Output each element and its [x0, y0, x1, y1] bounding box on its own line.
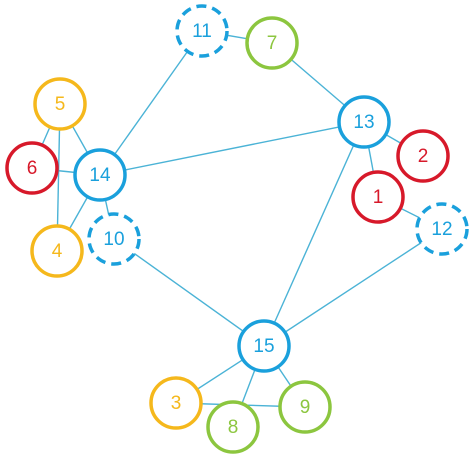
- node-circle: [206, 400, 260, 454]
- node-label: 6: [27, 158, 38, 179]
- node-6: 6: [5, 141, 59, 195]
- node-label: 1: [373, 187, 384, 208]
- node-circle: [351, 170, 405, 224]
- node-4: 4: [30, 224, 84, 278]
- node-label: 12: [431, 219, 452, 240]
- node-circle: [278, 380, 332, 434]
- node-label: 5: [55, 94, 66, 115]
- node-label: 2: [418, 146, 429, 167]
- node-10: 10: [87, 212, 141, 266]
- node-15: 15: [237, 319, 291, 373]
- node-14: 14: [73, 148, 127, 202]
- edge-n12-n15: [263, 228, 443, 347]
- edge-n13-n15: [263, 121, 365, 347]
- node-circle: [87, 212, 141, 266]
- node-label: 7: [267, 33, 278, 54]
- node-3: 3: [149, 376, 203, 430]
- node-circle: [149, 376, 203, 430]
- node-label: 4: [52, 241, 63, 262]
- node-8: 8: [206, 400, 260, 454]
- node-label: 15: [253, 336, 274, 357]
- node-5: 5: [33, 77, 87, 131]
- node-label: 3: [171, 393, 182, 414]
- node-2: 2: [396, 129, 450, 183]
- node-1: 1: [351, 170, 405, 224]
- node-circle: [175, 4, 229, 58]
- node-9: 9: [278, 380, 332, 434]
- node-label: 13: [353, 112, 374, 133]
- node-circle: [30, 224, 84, 278]
- node-label: 14: [89, 165, 111, 186]
- node-7: 7: [245, 16, 299, 70]
- node-circle: [73, 148, 127, 202]
- node-circle: [396, 129, 450, 183]
- node-13: 13: [337, 95, 391, 149]
- node-circle: [5, 141, 59, 195]
- node-circle: [415, 202, 469, 256]
- edge-n13-n14: [99, 121, 365, 176]
- edge-n11-n14: [99, 30, 203, 176]
- node-circle: [33, 77, 87, 131]
- node-label: 8: [228, 417, 239, 438]
- node-label: 9: [300, 397, 311, 418]
- node-circle: [237, 319, 291, 373]
- edge-n10-n15: [113, 238, 265, 347]
- node-label: 11: [192, 21, 212, 42]
- node-11: 11: [175, 4, 229, 58]
- node-12: 12: [415, 202, 469, 256]
- node-label: 10: [103, 229, 124, 250]
- node-circle: [337, 95, 391, 149]
- node-circle: [245, 16, 299, 70]
